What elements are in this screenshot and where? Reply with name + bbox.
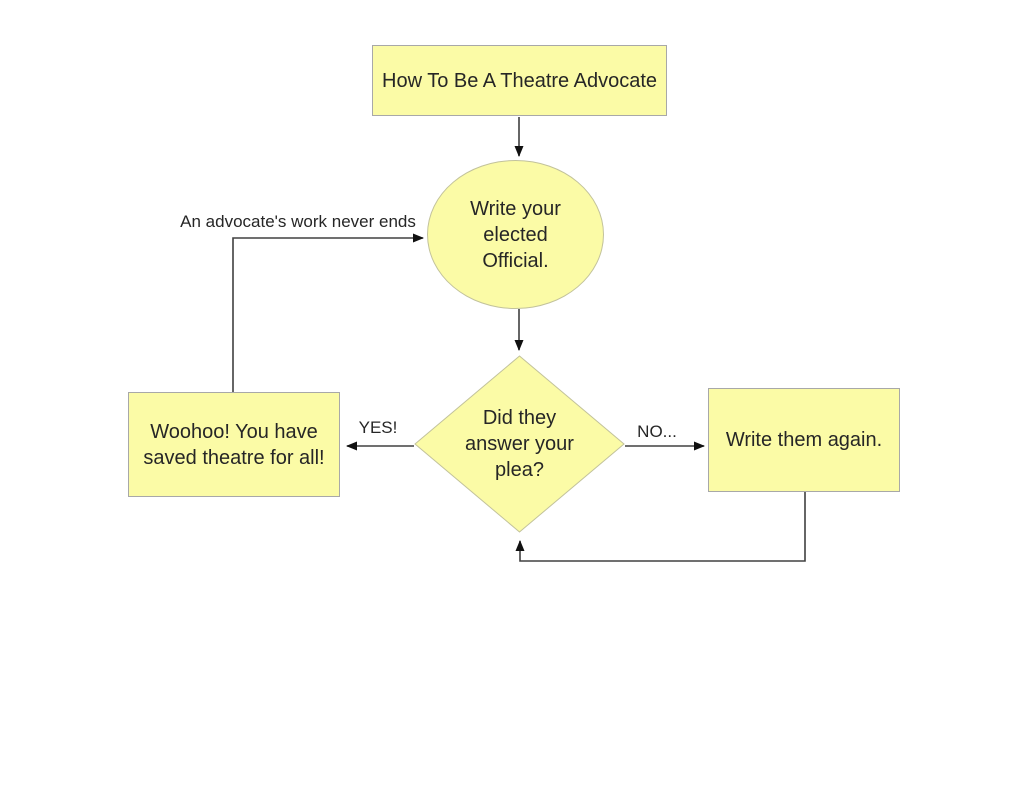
edge-success-feedback-to-write-official (232, 233, 424, 392)
success-node: Woohoo! You have saved theatre for all! (128, 392, 340, 497)
yes-edge-label: YES! (358, 418, 398, 437)
decision-node-label-wrap: Did they answer your plea? (414, 355, 625, 533)
start-node: How To Be A Theatre Advocate (372, 45, 667, 116)
retry-node: Write them again. (708, 388, 900, 492)
decision-node: Did they answer your plea? (414, 355, 625, 533)
write-official-node: Write your elected Official. (427, 160, 604, 309)
no-edge-label: NO... (637, 422, 677, 441)
start-node-label: How To Be A Theatre Advocate (382, 69, 657, 92)
feedback-edge-label: An advocate's work never ends (180, 212, 416, 231)
success-node-label: Woohoo! You have saved theatre for all! (143, 420, 325, 469)
decision-diamond-shape (414, 355, 625, 533)
retry-node-label: Write them again. (725, 429, 883, 451)
write-official-node-label: Write your elected Official. (470, 197, 561, 272)
decision-node-label: Did they answer your plea? (465, 407, 574, 481)
